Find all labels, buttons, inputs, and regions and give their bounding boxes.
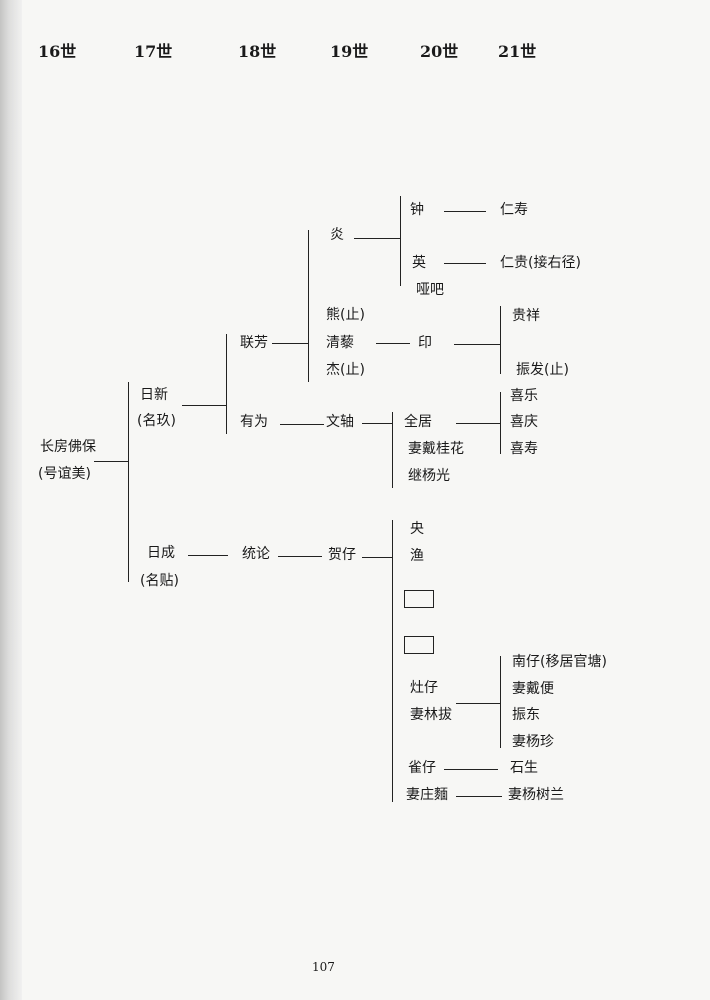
name-zhong: 钟 — [410, 202, 424, 218]
connector-line — [226, 334, 227, 434]
connector-line — [280, 424, 324, 425]
name-quezai: 雀仔 — [408, 760, 436, 776]
generation-header-21: 21世 — [498, 42, 537, 61]
name-qi-dai-guihua: 妻戴桂花 — [408, 441, 464, 457]
connector-line — [354, 238, 400, 239]
connector-line — [362, 557, 392, 558]
name-yaba: 哑吧 — [416, 282, 444, 298]
connector-line — [392, 412, 393, 488]
name-qi-zhuangmian: 妻庄麵 — [406, 787, 448, 803]
name-rixin: 日新 — [140, 387, 168, 403]
name-yan: 炎 — [330, 227, 344, 243]
page-number: 107 — [312, 960, 335, 974]
connector-line — [444, 263, 486, 264]
name-guixiang: 贵祥 — [512, 308, 540, 324]
name-youwei: 有为 — [240, 414, 268, 430]
name-changfang: 长房佛保 — [40, 439, 96, 455]
name-xiqing: 喜庆 — [510, 414, 538, 430]
connector-line — [272, 343, 308, 344]
connector-line — [362, 423, 392, 424]
connector-line — [456, 796, 502, 797]
empty-name-box — [404, 590, 434, 608]
connector-line — [500, 656, 501, 748]
note-richeng: (名贴) — [140, 573, 179, 589]
connector-line — [94, 461, 128, 462]
name-qi-yangzhen: 妻杨珍 — [512, 734, 554, 750]
name-hezai: 贺仔 — [328, 547, 356, 563]
name-yang: 央 — [410, 521, 424, 537]
name-yin: 印 — [418, 335, 432, 351]
connector-line — [456, 703, 500, 704]
connector-line — [400, 196, 401, 286]
name-qi-yangshulan: 妻杨树兰 — [508, 787, 564, 803]
name-yu: 渔 — [410, 548, 424, 564]
connector-line — [500, 392, 501, 454]
name-ji-yangguang: 继杨光 — [408, 468, 450, 484]
connector-line — [444, 211, 486, 212]
name-tonglun: 统论 — [242, 546, 270, 562]
name-richeng: 日成 — [147, 545, 175, 561]
name-nanzai: 南仔(移居官塘) — [512, 654, 607, 670]
connector-line — [376, 343, 410, 344]
generation-header-19: 19世 — [330, 42, 369, 61]
connector-line — [278, 556, 322, 557]
name-xile: 喜乐 — [510, 388, 538, 404]
connector-line — [188, 555, 228, 556]
name-rengui: 仁贵(接右径) — [500, 255, 581, 271]
note-changfang: (号谊美) — [38, 466, 91, 482]
name-renshou: 仁寿 — [500, 202, 528, 218]
name-lianfang: 联芳 — [240, 335, 268, 351]
note-rixin: (名玖) — [137, 413, 176, 429]
connector-line — [500, 306, 501, 374]
name-wenzhou: 文轴 — [326, 414, 354, 430]
name-zaozai: 灶仔 — [410, 680, 438, 696]
scan-edge-shadow — [0, 0, 22, 1000]
name-shisheng: 石生 — [510, 760, 538, 776]
name-xishou: 喜寿 — [510, 441, 538, 457]
name-quanju: 全居 — [404, 414, 432, 430]
name-qi-daibian: 妻戴便 — [512, 681, 554, 697]
name-xiong: 熊(止) — [326, 307, 365, 323]
name-zhenfa: 振发(止) — [516, 362, 569, 378]
name-ying: 英 — [412, 255, 426, 271]
name-qi-linba: 妻林拔 — [410, 707, 452, 723]
name-zhendong: 振东 — [512, 707, 540, 723]
connector-line — [182, 405, 226, 406]
connector-line — [444, 769, 498, 770]
name-jie: 杰(止) — [326, 362, 365, 378]
connector-line — [456, 423, 500, 424]
name-qingli: 清藜 — [326, 335, 354, 351]
connector-line — [392, 520, 393, 802]
generation-header-20: 20世 — [420, 42, 459, 61]
empty-name-box — [404, 636, 434, 654]
generation-header-17: 17世 — [134, 42, 173, 61]
generation-header-18: 18世 — [238, 42, 277, 61]
generation-header-16: 16世 — [38, 42, 77, 61]
connector-line — [308, 230, 309, 382]
connector-line — [454, 344, 500, 345]
connector-line — [128, 382, 129, 582]
